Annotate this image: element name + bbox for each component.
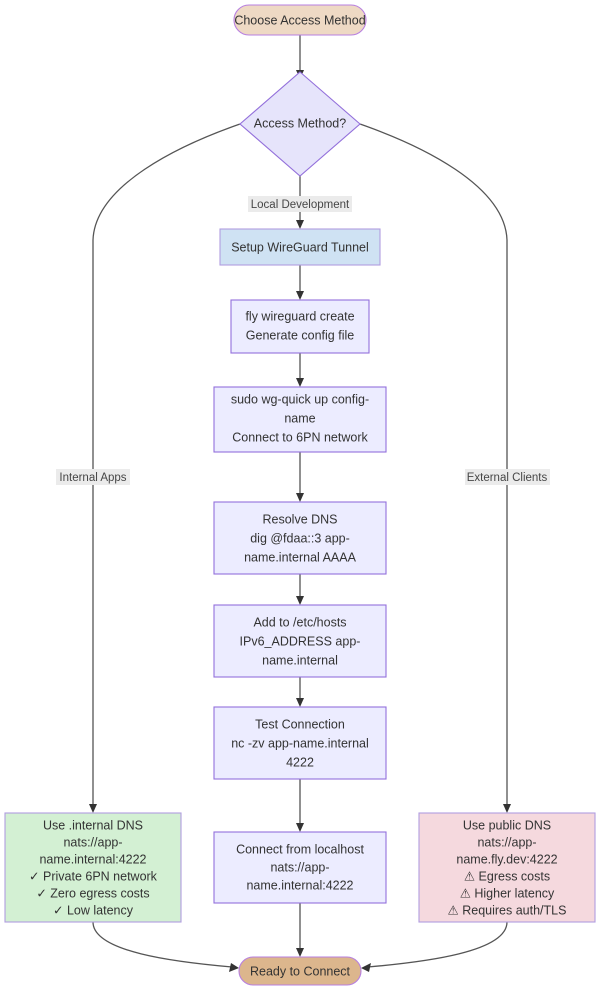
node-resolve-dns-line2: dig @fdaa::3 app- bbox=[250, 531, 350, 545]
node-use-internal-dns-line6: ✓ Low latency bbox=[53, 903, 134, 917]
node-resolve-dns-line3: name.internal AAAA bbox=[244, 550, 357, 564]
arrowhead-dns bbox=[296, 493, 304, 502]
node-use-public-dns-line3: name.fly.dev:4222 bbox=[456, 852, 557, 866]
node-use-public-dns-line2: nats://app- bbox=[477, 835, 536, 849]
node-setup-wireguard-tunnel[interactable]: Setup WireGuard Tunnel bbox=[219, 228, 381, 266]
node-choose-access-method-label: Choose Access Method bbox=[234, 13, 365, 27]
node-use-internal-dns-line1: Use .internal DNS bbox=[43, 818, 143, 832]
node-connect-from-localhost[interactable]: Connect from localhost nats://app- name.… bbox=[213, 831, 387, 904]
arrowhead-test bbox=[296, 698, 304, 707]
node-use-internal-dns-shape[interactable] bbox=[4, 812, 182, 923]
node-wg-quick-up-line1: sudo wg-quick up config- bbox=[231, 392, 369, 406]
node-connect-from-localhost-shape[interactable] bbox=[213, 831, 387, 904]
node-wg-quick-up[interactable]: sudo wg-quick up config- name Connect to… bbox=[213, 386, 387, 453]
node-fly-wireguard-create-line2: Generate config file bbox=[246, 328, 354, 342]
node-fly-wireguard-create-line1: fly wireguard create bbox=[245, 309, 354, 323]
edge-label-local-development-text: Local Development bbox=[251, 199, 350, 211]
node-ready-to-connect-shape[interactable] bbox=[238, 956, 362, 986]
node-add-to-etc-hosts-shape[interactable] bbox=[213, 604, 387, 678]
node-add-to-etc-hosts-line2: IPv6_ADDRESS app- bbox=[240, 634, 361, 648]
edge-public-dns-to-ready bbox=[367, 921, 508, 968]
edge-label-external-clients-bg bbox=[465, 469, 550, 485]
arrowhead-ready-center bbox=[296, 948, 304, 957]
edge-label-external-clients-text: External Clients bbox=[467, 472, 548, 484]
edge-label-local-development-bg bbox=[248, 196, 352, 212]
arrowhead-internal-dns bbox=[89, 804, 97, 813]
node-add-to-etc-hosts[interactable]: Add to /etc/hosts IPv6_ADDRESS app- name… bbox=[213, 604, 387, 678]
node-use-internal-dns-line3: name.internal:4222 bbox=[39, 852, 146, 866]
node-connect-from-localhost-line3: name.internal:4222 bbox=[246, 878, 353, 892]
node-access-method-decision-shape[interactable] bbox=[239, 71, 361, 177]
node-use-internal-dns-line4: ✓ Private 6PN network bbox=[29, 869, 158, 883]
node-use-public-dns-line5: ⚠ Higher latency bbox=[460, 886, 555, 900]
arrowhead-localhost bbox=[296, 823, 304, 832]
node-wg-quick-up-line3: Connect to 6PN network bbox=[232, 430, 368, 444]
arrowhead-ready-left bbox=[229, 963, 239, 972]
node-add-to-etc-hosts-line3: name.internal bbox=[262, 653, 338, 667]
node-test-connection-shape[interactable] bbox=[213, 706, 387, 780]
node-ready-to-connect-label: Ready to Connect bbox=[250, 964, 351, 978]
node-resolve-dns[interactable]: Resolve DNS dig @fdaa::3 app- name.inter… bbox=[213, 501, 387, 575]
node-setup-wireguard-tunnel-shape[interactable] bbox=[219, 228, 381, 266]
arrowhead-create bbox=[296, 291, 304, 300]
node-use-internal-dns-line5: ✓ Zero egress costs bbox=[36, 886, 149, 900]
node-use-internal-dns-line2: nats://app- bbox=[63, 835, 122, 849]
arrowhead-setup bbox=[296, 220, 304, 229]
node-access-method-decision-label: Access Method? bbox=[254, 116, 346, 130]
edge-decision-to-internal-dns bbox=[92, 123, 241, 806]
edges-layer bbox=[89, 35, 511, 972]
node-choose-access-method[interactable]: Choose Access Method bbox=[233, 4, 367, 36]
node-connect-from-localhost-line2: nats://app- bbox=[270, 860, 329, 874]
node-access-method-decision[interactable]: Access Method? bbox=[239, 71, 361, 177]
node-fly-wireguard-create-shape[interactable] bbox=[230, 299, 370, 354]
node-test-connection-line1: Test Connection bbox=[255, 717, 345, 731]
node-choose-access-method-shape[interactable] bbox=[233, 4, 367, 36]
node-use-public-dns-line1: Use public DNS bbox=[463, 818, 551, 832]
node-use-public-dns[interactable]: Use public DNS nats://app- name.fly.dev:… bbox=[418, 812, 596, 923]
node-test-connection-line3: 4222 bbox=[286, 755, 314, 769]
node-use-internal-dns[interactable]: Use .internal DNS nats://app- name.inter… bbox=[4, 812, 182, 923]
node-test-connection[interactable]: Test Connection nc -zv app-name.internal… bbox=[213, 706, 387, 780]
node-fly-wireguard-create[interactable]: fly wireguard create Generate config fil… bbox=[230, 299, 370, 354]
edge-label-internal-apps: Internal Apps bbox=[56, 469, 130, 485]
node-setup-wireguard-tunnel-label: Setup WireGuard Tunnel bbox=[231, 240, 369, 254]
edge-label-internal-apps-text: Internal Apps bbox=[59, 472, 126, 484]
edge-label-external-clients: External Clients bbox=[465, 469, 550, 485]
node-add-to-etc-hosts-line1: Add to /etc/hosts bbox=[253, 615, 346, 629]
node-use-public-dns-line6: ⚠ Requires auth/TLS bbox=[448, 903, 567, 917]
edge-labels-layer: Internal Apps Local Development External… bbox=[56, 196, 550, 485]
edge-label-internal-apps-bg bbox=[56, 469, 130, 485]
arrowhead-wgquick bbox=[296, 378, 304, 387]
arrowhead-ready-right bbox=[361, 963, 371, 972]
node-test-connection-line2: nc -zv app-name.internal bbox=[231, 736, 369, 750]
arrowhead-hosts bbox=[296, 596, 304, 605]
node-resolve-dns-shape[interactable] bbox=[213, 501, 387, 575]
node-wg-quick-up-shape[interactable] bbox=[213, 386, 387, 453]
node-ready-to-connect[interactable]: Ready to Connect bbox=[238, 956, 362, 986]
node-use-public-dns-shape[interactable] bbox=[418, 812, 596, 923]
node-wg-quick-up-line2: name bbox=[284, 411, 315, 425]
node-resolve-dns-line1: Resolve DNS bbox=[262, 512, 337, 526]
node-connect-from-localhost-line1: Connect from localhost bbox=[236, 842, 364, 856]
edge-decision-to-public-dns bbox=[359, 123, 508, 806]
edge-internal-dns-to-ready bbox=[92, 921, 233, 968]
node-use-public-dns-line4: ⚠ Egress costs bbox=[464, 869, 550, 883]
arrowhead-public-dns bbox=[503, 804, 511, 813]
edge-label-local-development: Local Development bbox=[248, 196, 352, 212]
